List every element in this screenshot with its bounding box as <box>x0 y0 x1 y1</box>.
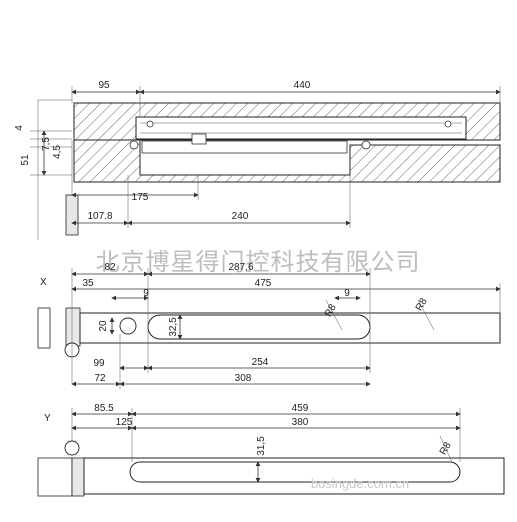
hinge-leaf <box>37 457 73 497</box>
dim-32-5: 32,5 <box>168 317 179 337</box>
radius-r8-b: R8 <box>414 296 430 313</box>
dim-380: 380 <box>292 417 309 428</box>
hinge-knuckle <box>65 307 81 347</box>
dim-95: 95 <box>98 80 110 91</box>
dim-51: 51 <box>20 154 31 166</box>
dim-475: 475 <box>255 278 272 289</box>
dim-308: 308 <box>235 373 252 384</box>
guide-slot <box>147 314 371 340</box>
hinge-leaf <box>37 307 51 349</box>
dim-7-5: 7,5 <box>41 137 52 151</box>
door-hatched-block <box>73 139 501 183</box>
dim-20: 20 <box>98 320 109 332</box>
dim-4-5: 4,5 <box>52 145 63 159</box>
hinge-knuckle <box>71 457 85 497</box>
screw-icon <box>444 120 452 128</box>
dim-99: 99 <box>93 358 105 369</box>
dim-4: 4 <box>14 125 25 131</box>
guide-slot <box>129 461 461 483</box>
view-x-label: X <box>40 277 47 288</box>
view-y-label: Y <box>44 413 51 424</box>
dim-175: 175 <box>132 192 149 203</box>
radius-r8: R8 <box>438 440 454 457</box>
closer-body <box>135 116 467 140</box>
view-x: X 82 287,6 35 475 9 9 R8 <box>37 262 501 389</box>
arm-slot <box>119 317 137 335</box>
view-y: Y 85.5 459 125 380 31,5 R8 <box>37 403 505 497</box>
dim-254: 254 <box>252 357 269 368</box>
dim-35: 35 <box>82 278 94 289</box>
section-view: 95 440 4 7,5 4,5 51 175 107.8 240 <box>14 80 501 240</box>
slide-rail <box>141 140 348 154</box>
dim-240: 240 <box>232 211 249 222</box>
rail-block <box>191 133 207 145</box>
watermark-url: bosingde.com.cn <box>311 476 409 491</box>
pivot-icon <box>64 440 80 456</box>
dim-287-6: 287,6 <box>228 262 253 273</box>
dim-31-5: 31,5 <box>256 436 267 456</box>
dim-459: 459 <box>292 403 309 414</box>
dim-107-8: 107.8 <box>87 211 112 222</box>
dim-72: 72 <box>94 373 106 384</box>
dim-9-right: 9 <box>344 288 350 299</box>
screw-icon <box>361 140 371 150</box>
dim-440: 440 <box>294 80 311 91</box>
hinge-post <box>65 194 79 236</box>
dim-9-left: 9 <box>143 288 149 299</box>
dim-82: 82 <box>104 262 116 273</box>
screw-icon <box>146 120 154 128</box>
dim-85-5: 85.5 <box>94 403 114 414</box>
screw-icon <box>129 140 139 150</box>
dim-125: 125 <box>116 417 133 428</box>
watermark-company: 北京博星得门控科技有限公司 <box>96 249 421 276</box>
